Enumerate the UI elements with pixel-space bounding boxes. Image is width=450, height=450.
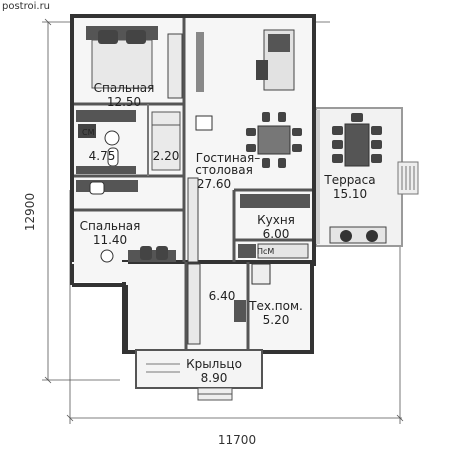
terrace-table bbox=[344, 123, 370, 167]
room-labels: Спальная 12.50 4.75 2.20 Гостиная– столо… bbox=[80, 81, 376, 385]
room-tech-name: Тех.пом. bbox=[248, 299, 303, 313]
room-terrace-name: Терраса bbox=[323, 173, 375, 187]
bedroom-2-furniture bbox=[76, 180, 176, 263]
room-bedroom-1-area: 12.50 bbox=[107, 95, 141, 109]
dimension-height: 12900 bbox=[23, 193, 37, 231]
dining-table bbox=[257, 125, 291, 155]
watermark-text: postroi.ru bbox=[2, 1, 51, 12]
room-bedroom-2-name: Спальная bbox=[80, 219, 141, 233]
bedroom-1-furniture bbox=[86, 26, 183, 99]
porch bbox=[135, 349, 263, 401]
living-furniture bbox=[187, 29, 302, 263]
dimension-width: 11700 bbox=[218, 433, 256, 447]
room-kitchen-area: 6.00 bbox=[263, 227, 290, 241]
room-bedroom-1-name: Спальная bbox=[94, 81, 155, 95]
room-hall-area: 6.40 bbox=[209, 289, 236, 303]
room-tech-area: 5.20 bbox=[263, 313, 290, 327]
room-porch-area: 8.90 bbox=[201, 371, 228, 385]
room-kitchen-name: Кухня bbox=[257, 213, 295, 227]
room-living-area: 27.60 bbox=[197, 177, 231, 191]
washer-label: СМ bbox=[82, 128, 95, 137]
dishwasher-label: ПсМ bbox=[257, 247, 274, 256]
room-living-name-2: столовая bbox=[195, 163, 253, 177]
room-bedroom-2-area: 11.40 bbox=[93, 233, 127, 247]
room-wc-area: 4.75 bbox=[89, 149, 116, 163]
kitchen-fixtures bbox=[238, 194, 310, 259]
room-closet-area: 2.20 bbox=[153, 149, 180, 163]
wc-fixtures bbox=[76, 110, 181, 174]
room-terrace-area: 15.10 bbox=[333, 187, 367, 201]
room-porch-name: Крыльцо bbox=[186, 357, 242, 371]
fixture-labels: СМ ПсМ bbox=[82, 128, 274, 256]
hall-fixtures bbox=[187, 263, 271, 345]
room-living-name: Гостиная– bbox=[196, 151, 260, 165]
